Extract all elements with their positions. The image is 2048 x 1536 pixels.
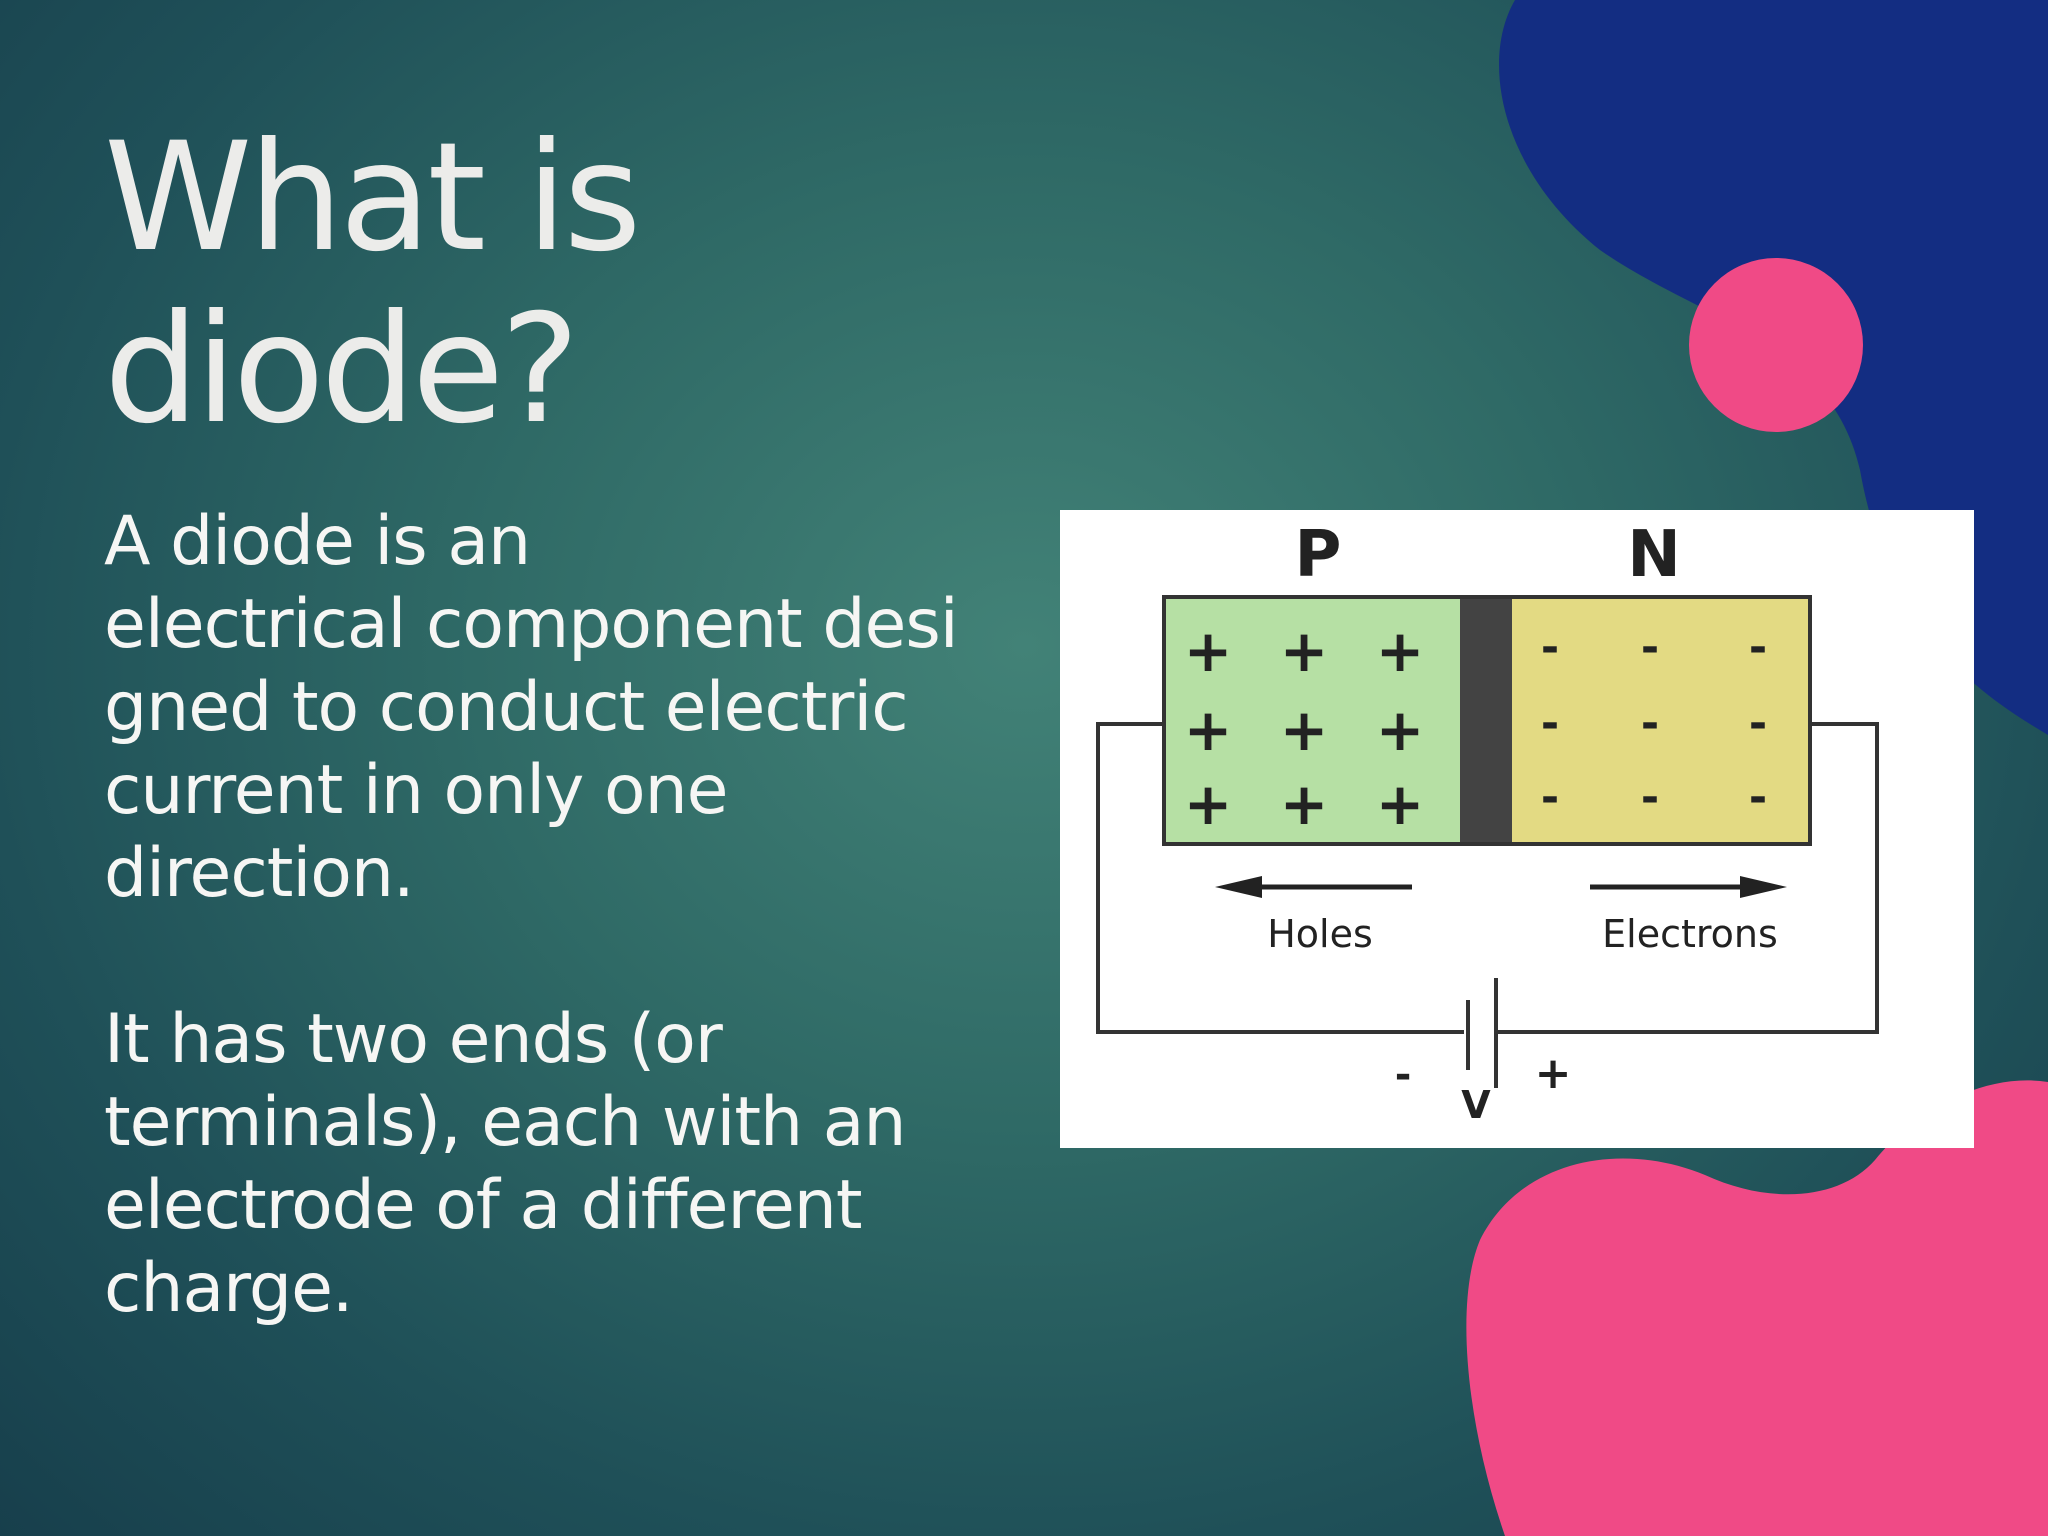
p-region — [1164, 597, 1460, 844]
electron-charge: - — [1541, 622, 1559, 673]
slide-title: What is diode? — [104, 112, 1004, 456]
electron-charge: - — [1749, 772, 1767, 823]
hole-charge: + — [1184, 770, 1233, 838]
electron-charge: - — [1749, 622, 1767, 673]
hole-charge: + — [1376, 770, 1425, 838]
electron-charge: - — [1749, 698, 1767, 749]
battery-minus-label: - — [1395, 1052, 1412, 1098]
hole-charge: + — [1280, 770, 1329, 838]
electron-charge: - — [1641, 622, 1659, 673]
n-region — [1512, 597, 1810, 844]
hole-charge: + — [1376, 617, 1425, 685]
electron-charge: - — [1641, 698, 1659, 749]
voltage-label: V — [1461, 1083, 1491, 1127]
hole-charge: + — [1184, 696, 1233, 764]
paragraph-definition: A diode is an electrical component desi … — [104, 502, 959, 913]
left-arrow-icon — [1215, 876, 1412, 898]
junction-outline — [1162, 595, 1812, 846]
pn-junction-diagram: P N + + + + + + + + + - - - - - - — [1060, 510, 1974, 1148]
hole-charge: + — [1280, 696, 1329, 764]
hole-charge: + — [1280, 617, 1329, 685]
n-label: N — [1627, 518, 1681, 592]
hole-charge: + — [1184, 617, 1233, 685]
circuit-wire — [1096, 722, 1879, 1034]
holes-label: Holes — [1267, 912, 1373, 956]
title-line-2: diode? — [104, 283, 580, 457]
n-charges: - - - - - - - - - — [1541, 622, 1767, 823]
p-charges: + + + + + + + + + — [1184, 617, 1425, 838]
right-arrow-icon — [1590, 876, 1787, 898]
body-text: A diode is an electrical component desi … — [104, 500, 1024, 1330]
electron-charge: - — [1541, 698, 1559, 749]
title-line-1: What is — [104, 111, 642, 285]
battery-plus-label: + — [1535, 1048, 1572, 1099]
electron-charge: - — [1541, 772, 1559, 823]
paragraph-terminals: It has two ends (or terminals), each wit… — [104, 1000, 907, 1328]
pink-circle — [1689, 258, 1863, 432]
depletion-region — [1460, 597, 1512, 844]
electron-charge: - — [1641, 772, 1659, 823]
hole-charge: + — [1376, 696, 1425, 764]
pink-blob — [1466, 1080, 2048, 1536]
electrons-label: Electrons — [1602, 912, 1778, 956]
p-label: P — [1295, 518, 1342, 592]
